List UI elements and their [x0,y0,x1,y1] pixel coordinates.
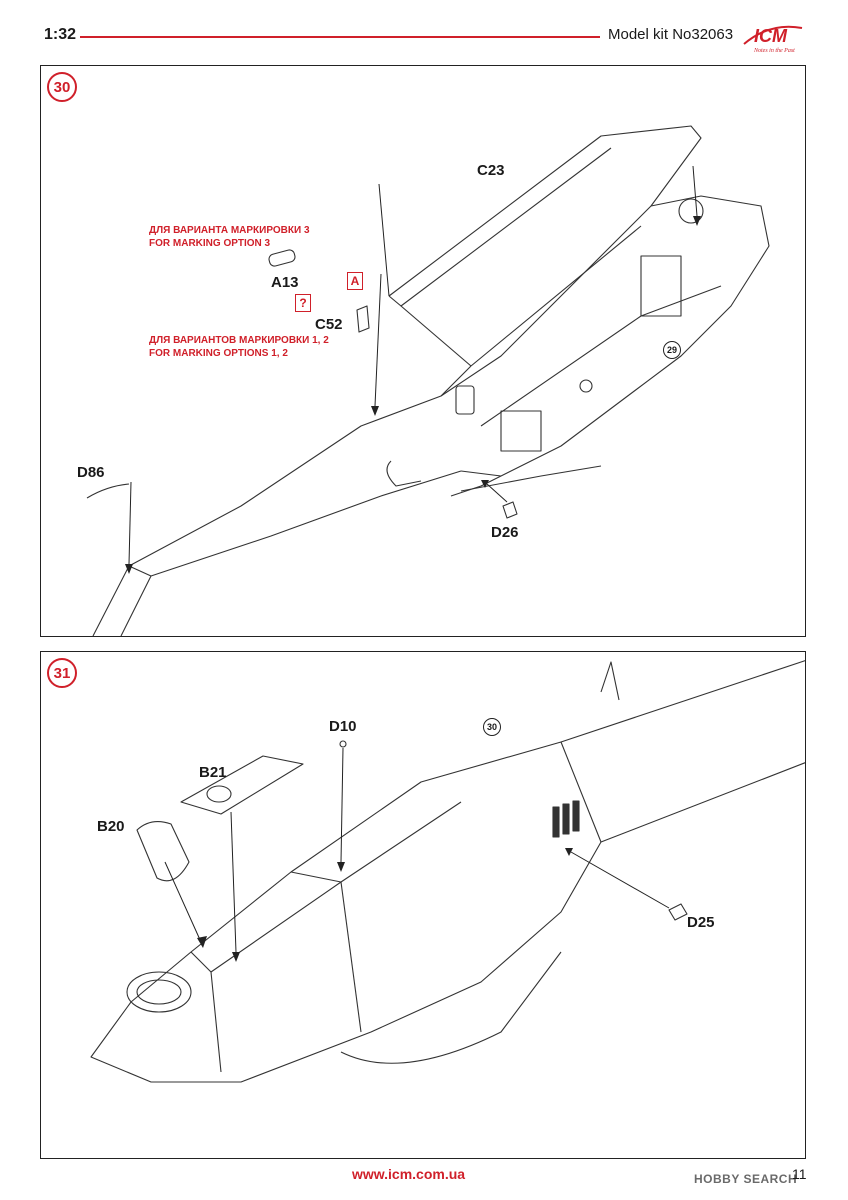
part-a13-label: A13 [271,274,299,291]
step-31-badge: 31 [47,658,77,688]
marking-box-a: A [347,272,363,290]
tail-boom-bottom-31 [600,762,805,843]
step-31-panel: 31 D10 30 B21 B20 D25 [40,651,806,1159]
tail-boom-top [92,365,472,636]
logo-swoosh-icon [743,25,803,45]
step-30-drawing [86,125,770,636]
part-d10-label: D10 [329,718,357,735]
step-30-panel: 30 C23 ДЛЯ ВАРИАНТА МАРКИРОВКИ 3 FOR MAR… [40,65,806,637]
part-d25-shape [668,903,688,921]
footer-url[interactable]: www.icm.com.ua [352,1166,466,1182]
icm-logo: ICM Notes in the Past [740,20,806,60]
tail-boom-bottom [120,470,462,636]
watermark: HOBBY SEARCH [694,1172,798,1186]
fuselage-outline-31 [90,741,602,1083]
header-rule [80,36,600,38]
note-marking-option-3: ДЛЯ ВАРИАНТА МАРКИРОВКИ 3 FOR MARKING OP… [149,225,310,249]
ref-step-30-badge: 30 [483,718,501,736]
part-b21-label: B21 [199,764,227,781]
part-b21-shape [180,755,304,815]
page-number: 11 [792,1166,807,1182]
ref-step-29-badge: 29 [663,341,681,359]
part-d10-shape [339,740,347,748]
fin-shape [600,661,620,701]
part-d26-label: D26 [491,524,519,541]
part-c23-label: C23 [477,162,505,179]
tail-boom-top-31 [560,660,805,743]
part-a13-shape [268,249,296,267]
page-header: 1:32 Model kit No32063 ICM Notes in the … [0,0,848,60]
part-d25-label: D25 [687,914,715,931]
part-d26-shape [502,501,518,519]
step-30-badge: 30 [47,72,77,102]
nose-turret-ring [126,971,192,1013]
kit-number: Model kit No32063 [608,26,734,43]
fuselage-outline [440,195,770,477]
logo-brand: ICM [754,26,787,46]
scale-label: 1:32 [44,26,77,43]
part-c52-shape [356,305,370,333]
note-marking-options-1-2: ДЛЯ ВАРИАНТОВ МАРКИРОВКИ 1, 2 FOR MARKIN… [149,335,329,359]
engine-cover-outline [388,125,702,297]
logo-slogan: Notes in the Past [754,48,795,54]
part-b20-label: B20 [97,818,125,835]
part-d86-label: D86 [77,464,105,481]
step-31-drawing [90,660,805,1083]
part-d86-shape [86,483,130,499]
part-c52-label: C52 [315,316,343,333]
marking-box-question: ? [295,294,311,312]
part-b20-shape [136,821,190,882]
